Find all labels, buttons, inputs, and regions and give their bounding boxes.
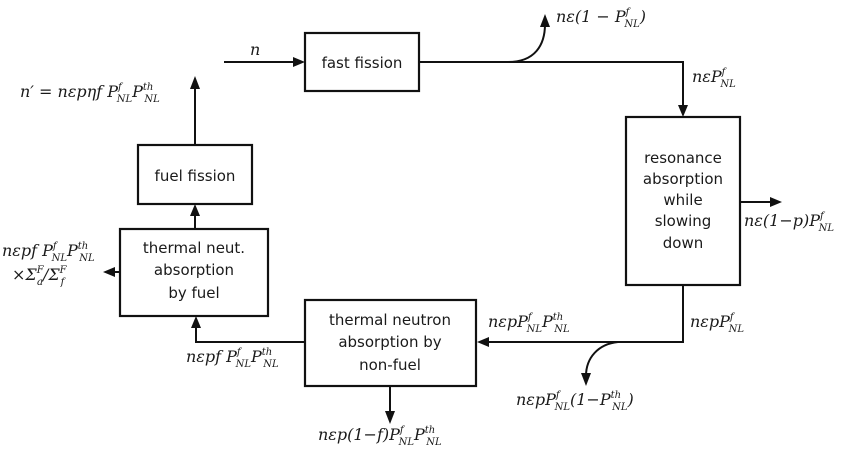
thermal-nonfuel-label-line1: thermal neutron	[329, 311, 451, 329]
resonance-label-line4: slowing	[655, 212, 712, 230]
arrow-nonfuel-absorption	[385, 386, 395, 424]
fast-fission-box: fast fission	[303, 31, 421, 93]
arrow-fission-output	[190, 76, 200, 145]
arrow-to-fuel-absorption	[191, 316, 305, 343]
thermal-fuel-label-line3: by fuel	[168, 284, 219, 302]
thermal-fuel-label-line2: absorption	[154, 261, 234, 279]
resonance-label-line2: absorption	[643, 170, 723, 188]
resonance-label-line1: resonance	[644, 149, 722, 167]
arrow-resonance-to-thermal	[477, 285, 684, 347]
thermal-nonfuel-label-line2: absorption by	[338, 333, 441, 351]
arrow-fast-to-resonance	[419, 61, 688, 117]
resonance-label-line3: while	[663, 191, 702, 209]
arrow-fuel-absorption-to-fission	[190, 204, 200, 229]
arrow-resonance-loss	[740, 197, 782, 207]
label-input-n: n	[250, 40, 260, 59]
thermal-fuel-box: thermal neut. absorption by fuel	[118, 227, 270, 318]
arrow-input-to-fast-fission	[224, 57, 305, 67]
arrow-fast-leakage	[507, 14, 550, 63]
fast-fission-label: fast fission	[322, 54, 403, 72]
fuel-fission-box: fuel fission	[136, 143, 254, 206]
thermal-fuel-label-line1: thermal neut.	[143, 239, 245, 257]
resonance-absorption-box: resonance absorption while slowing down	[624, 115, 742, 287]
arrow-thermal-leakage	[581, 341, 619, 386]
thermal-nonfuel-label-line3: non-fuel	[359, 356, 421, 374]
resonance-label-line5: down	[663, 234, 703, 252]
thermal-nonfuel-box: thermal neutron absorption by non-fuel	[303, 298, 478, 388]
arrow-fuel-capture	[103, 267, 120, 277]
fuel-fission-label: fuel fission	[155, 167, 236, 185]
